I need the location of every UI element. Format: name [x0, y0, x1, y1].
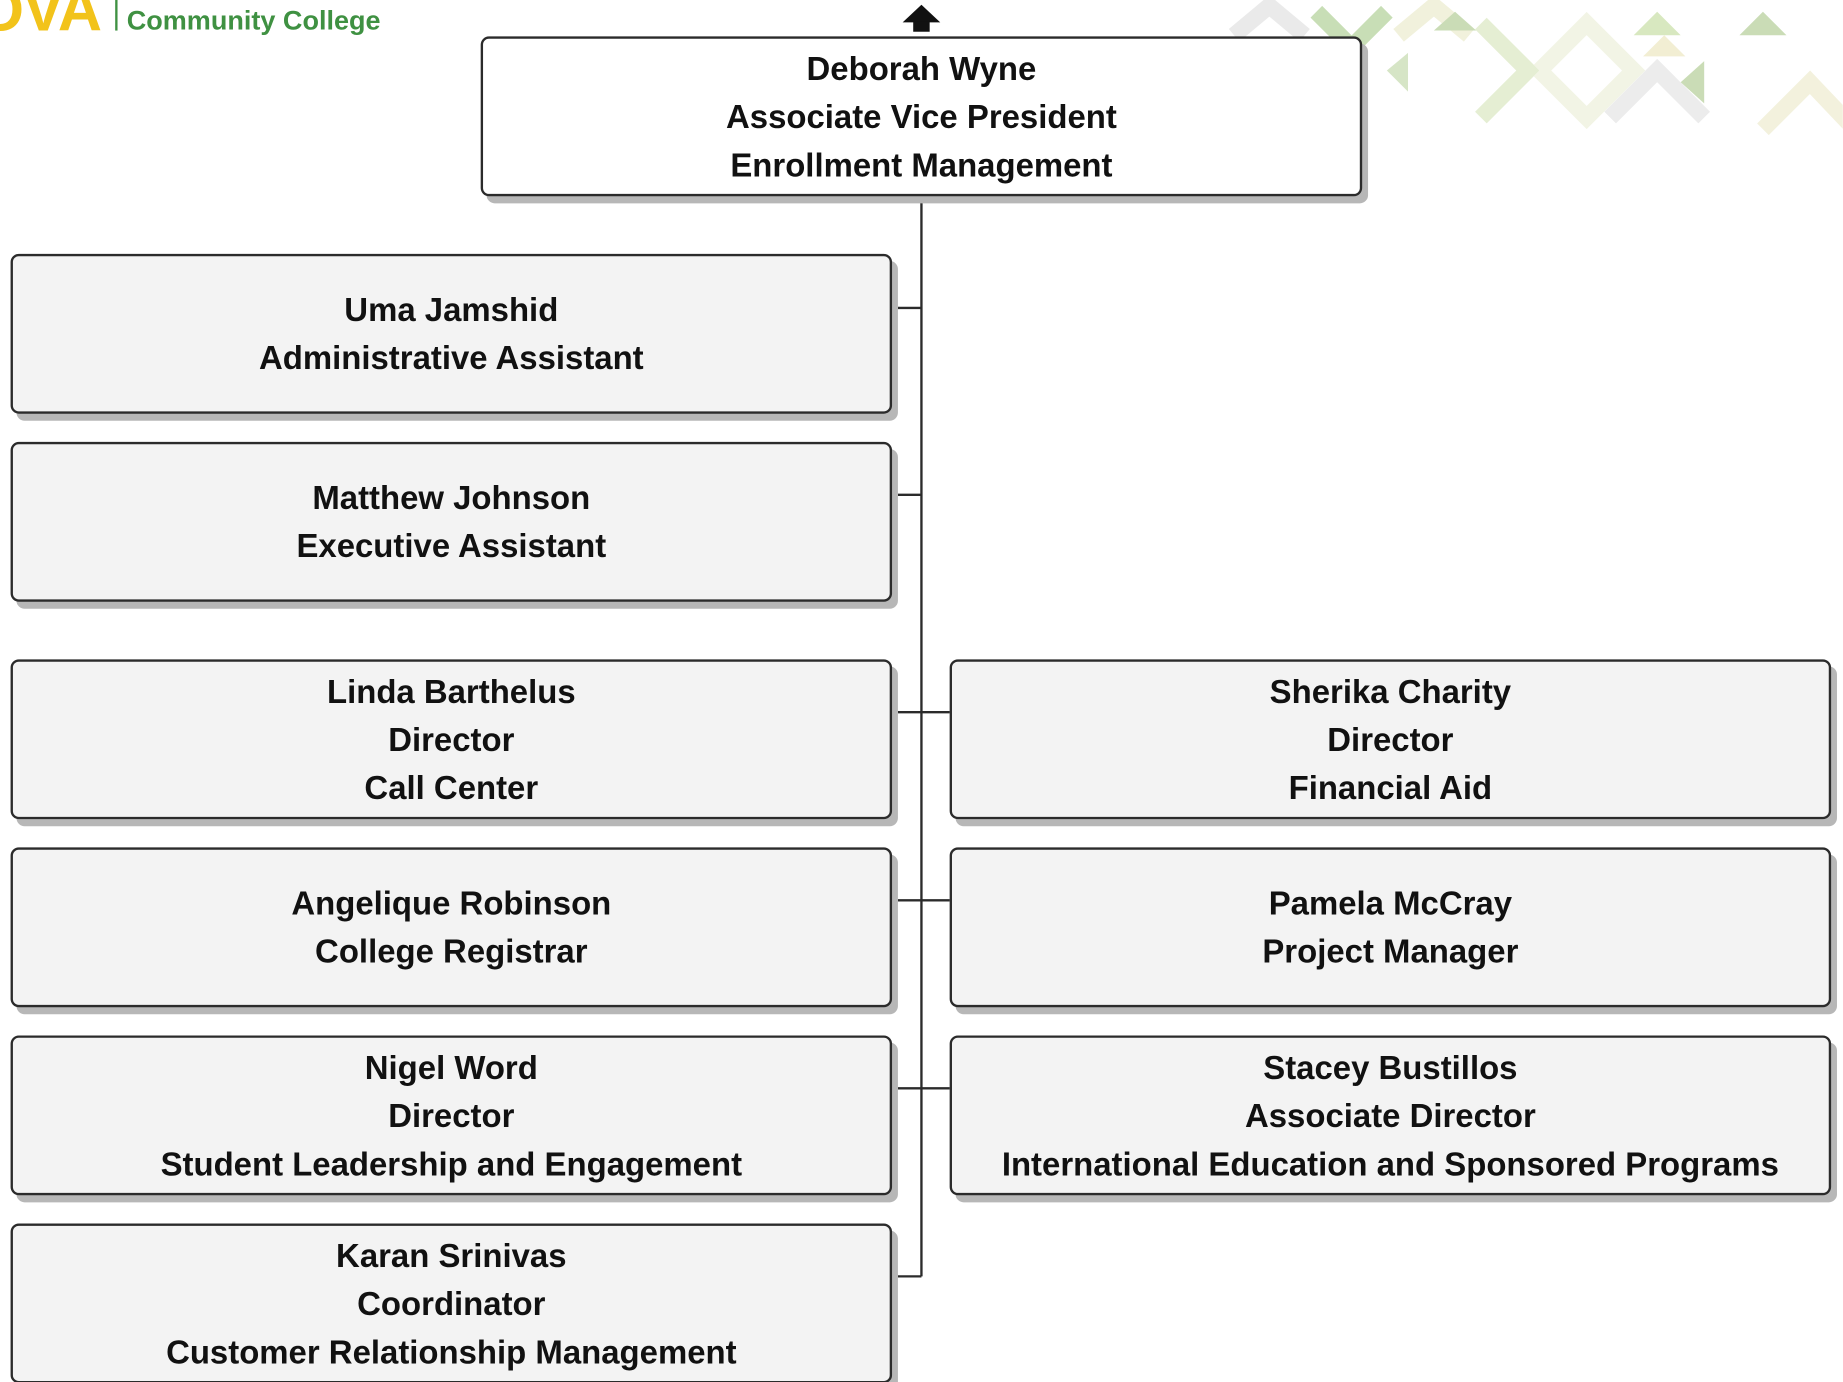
node-dept: Customer Relationship Management — [166, 1333, 737, 1370]
org-node-left-5[interactable]: Karan Srinivas Coordinator Customer Rela… — [10, 1223, 893, 1382]
up-arrow-stem — [913, 21, 930, 32]
org-node-left-4[interactable]: Nigel Word Director Student Leadership a… — [10, 1035, 893, 1196]
college-logo: OVA Community College — [0, 0, 381, 45]
node-name: Stacey Bustillos — [1263, 1048, 1518, 1086]
node-dept: Financial Aid — [1288, 769, 1493, 806]
node-dept: International Education and Sponsored Pr… — [1001, 1145, 1779, 1182]
decorative-pattern — [1228, 0, 1843, 136]
node-name: Linda Barthelus — [326, 672, 576, 710]
org-node-left-3[interactable]: Angelique Robinson College Registrar — [10, 847, 893, 1008]
node-name: Uma Jamshid — [344, 291, 559, 328]
node-dept: Enrollment Management — [730, 146, 1113, 183]
node-title: Executive Assistant — [296, 527, 607, 565]
node-title: Coordinator — [357, 1285, 546, 1322]
org-node-left-2[interactable]: Linda Barthelus Director Call Center — [10, 659, 893, 820]
node-name: Sherika Charity — [1269, 672, 1512, 710]
node-title: Associate Director — [1244, 1097, 1536, 1134]
org-node-right-2[interactable]: Stacey Bustillos Associate Director Inte… — [949, 1035, 1832, 1196]
org-node-left-1[interactable]: Matthew Johnson Executive Assistant — [10, 441, 893, 602]
logo-text: Community College — [126, 4, 381, 35]
org-node-right-1[interactable]: Pamela McCray Project Manager — [949, 847, 1832, 1008]
node-name: Matthew Johnson — [312, 479, 591, 516]
org-node-left-0[interactable]: Uma Jamshid Administrative Assistant — [10, 253, 893, 414]
node-title: Director — [388, 721, 515, 758]
node-dept: Call Center — [364, 769, 539, 806]
node-title: Director — [388, 1097, 515, 1134]
node-name: Angelique Robinson — [291, 885, 612, 922]
node-dept: Student Leadership and Engagement — [160, 1145, 743, 1182]
org-node-right-0[interactable]: Sherika Charity Director Financial Aid — [949, 659, 1832, 820]
node-title: College Registrar — [315, 933, 588, 970]
org-node-root[interactable]: Deborah Wyne Associate Vice President En… — [480, 36, 1363, 197]
logo-mark: OVA — [0, 0, 102, 45]
node-title: Administrative Assistant — [258, 339, 644, 377]
node-name: Nigel Word — [364, 1048, 538, 1086]
logo-divider — [114, 0, 118, 31]
up-arrow-icon — [902, 4, 941, 23]
node-title: Associate Vice President — [726, 98, 1117, 135]
node-name: Deborah Wyne — [806, 49, 1037, 87]
node-title: Director — [1327, 721, 1454, 758]
node-name: Karan Srinivas — [336, 1237, 567, 1274]
node-title: Project Manager — [1262, 933, 1519, 970]
node-name: Pamela McCray — [1268, 885, 1513, 922]
